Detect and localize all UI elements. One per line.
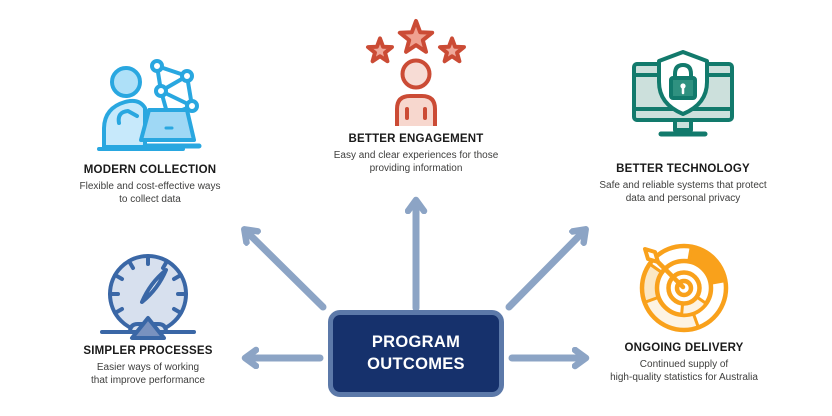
outcome-title: SIMPLER PROCESSES (83, 345, 213, 357)
arrow-up-left (245, 230, 327, 311)
program-outcomes-label: PROGRAM OUTCOMES (367, 332, 465, 373)
program-outcomes-box: PROGRAM OUTCOMES (328, 310, 504, 397)
outcome-description: Continued supply of high-quality statist… (610, 359, 758, 384)
arrow-up-right (505, 230, 585, 311)
outcome-ongoing-delivery: ONGOING DELIVERY Continued supply of hig… (574, 243, 794, 384)
outcome-description: Safe and reliable systems that protect d… (599, 180, 767, 205)
person-three-stars-icon (366, 19, 466, 126)
outcome-modern-collection: MODERN COLLECTION Flexible and cost-effe… (40, 56, 260, 206)
outcome-title: ONGOING DELIVERY (624, 342, 744, 354)
outcome-title: MODERN COLLECTION (83, 164, 217, 176)
outcome-description: Easy and clear experiences for those pro… (333, 150, 499, 175)
outcome-simpler-processes: SIMPLER PROCESSES Easier ways of working… (38, 250, 258, 387)
outcome-better-technology: BETTER TECHNOLOGY Safe and reliable syst… (573, 50, 793, 205)
outcome-description: Easier ways of working that improve perf… (91, 362, 205, 387)
outcome-title: BETTER ENGAGEMENT (348, 133, 484, 145)
monitor-shield-lock-icon (632, 50, 734, 137)
outcome-better-engagement: BETTER ENGAGEMENT Easy and clear experie… (306, 14, 526, 175)
speedometer-icon (100, 254, 196, 340)
outcome-title: BETTER TECHNOLOGY (616, 163, 750, 175)
outcome-description: Flexible and cost-effective ways to coll… (79, 181, 221, 206)
person-laptop-network-icon (97, 59, 202, 151)
dartboard-dart-icon (639, 243, 729, 333)
